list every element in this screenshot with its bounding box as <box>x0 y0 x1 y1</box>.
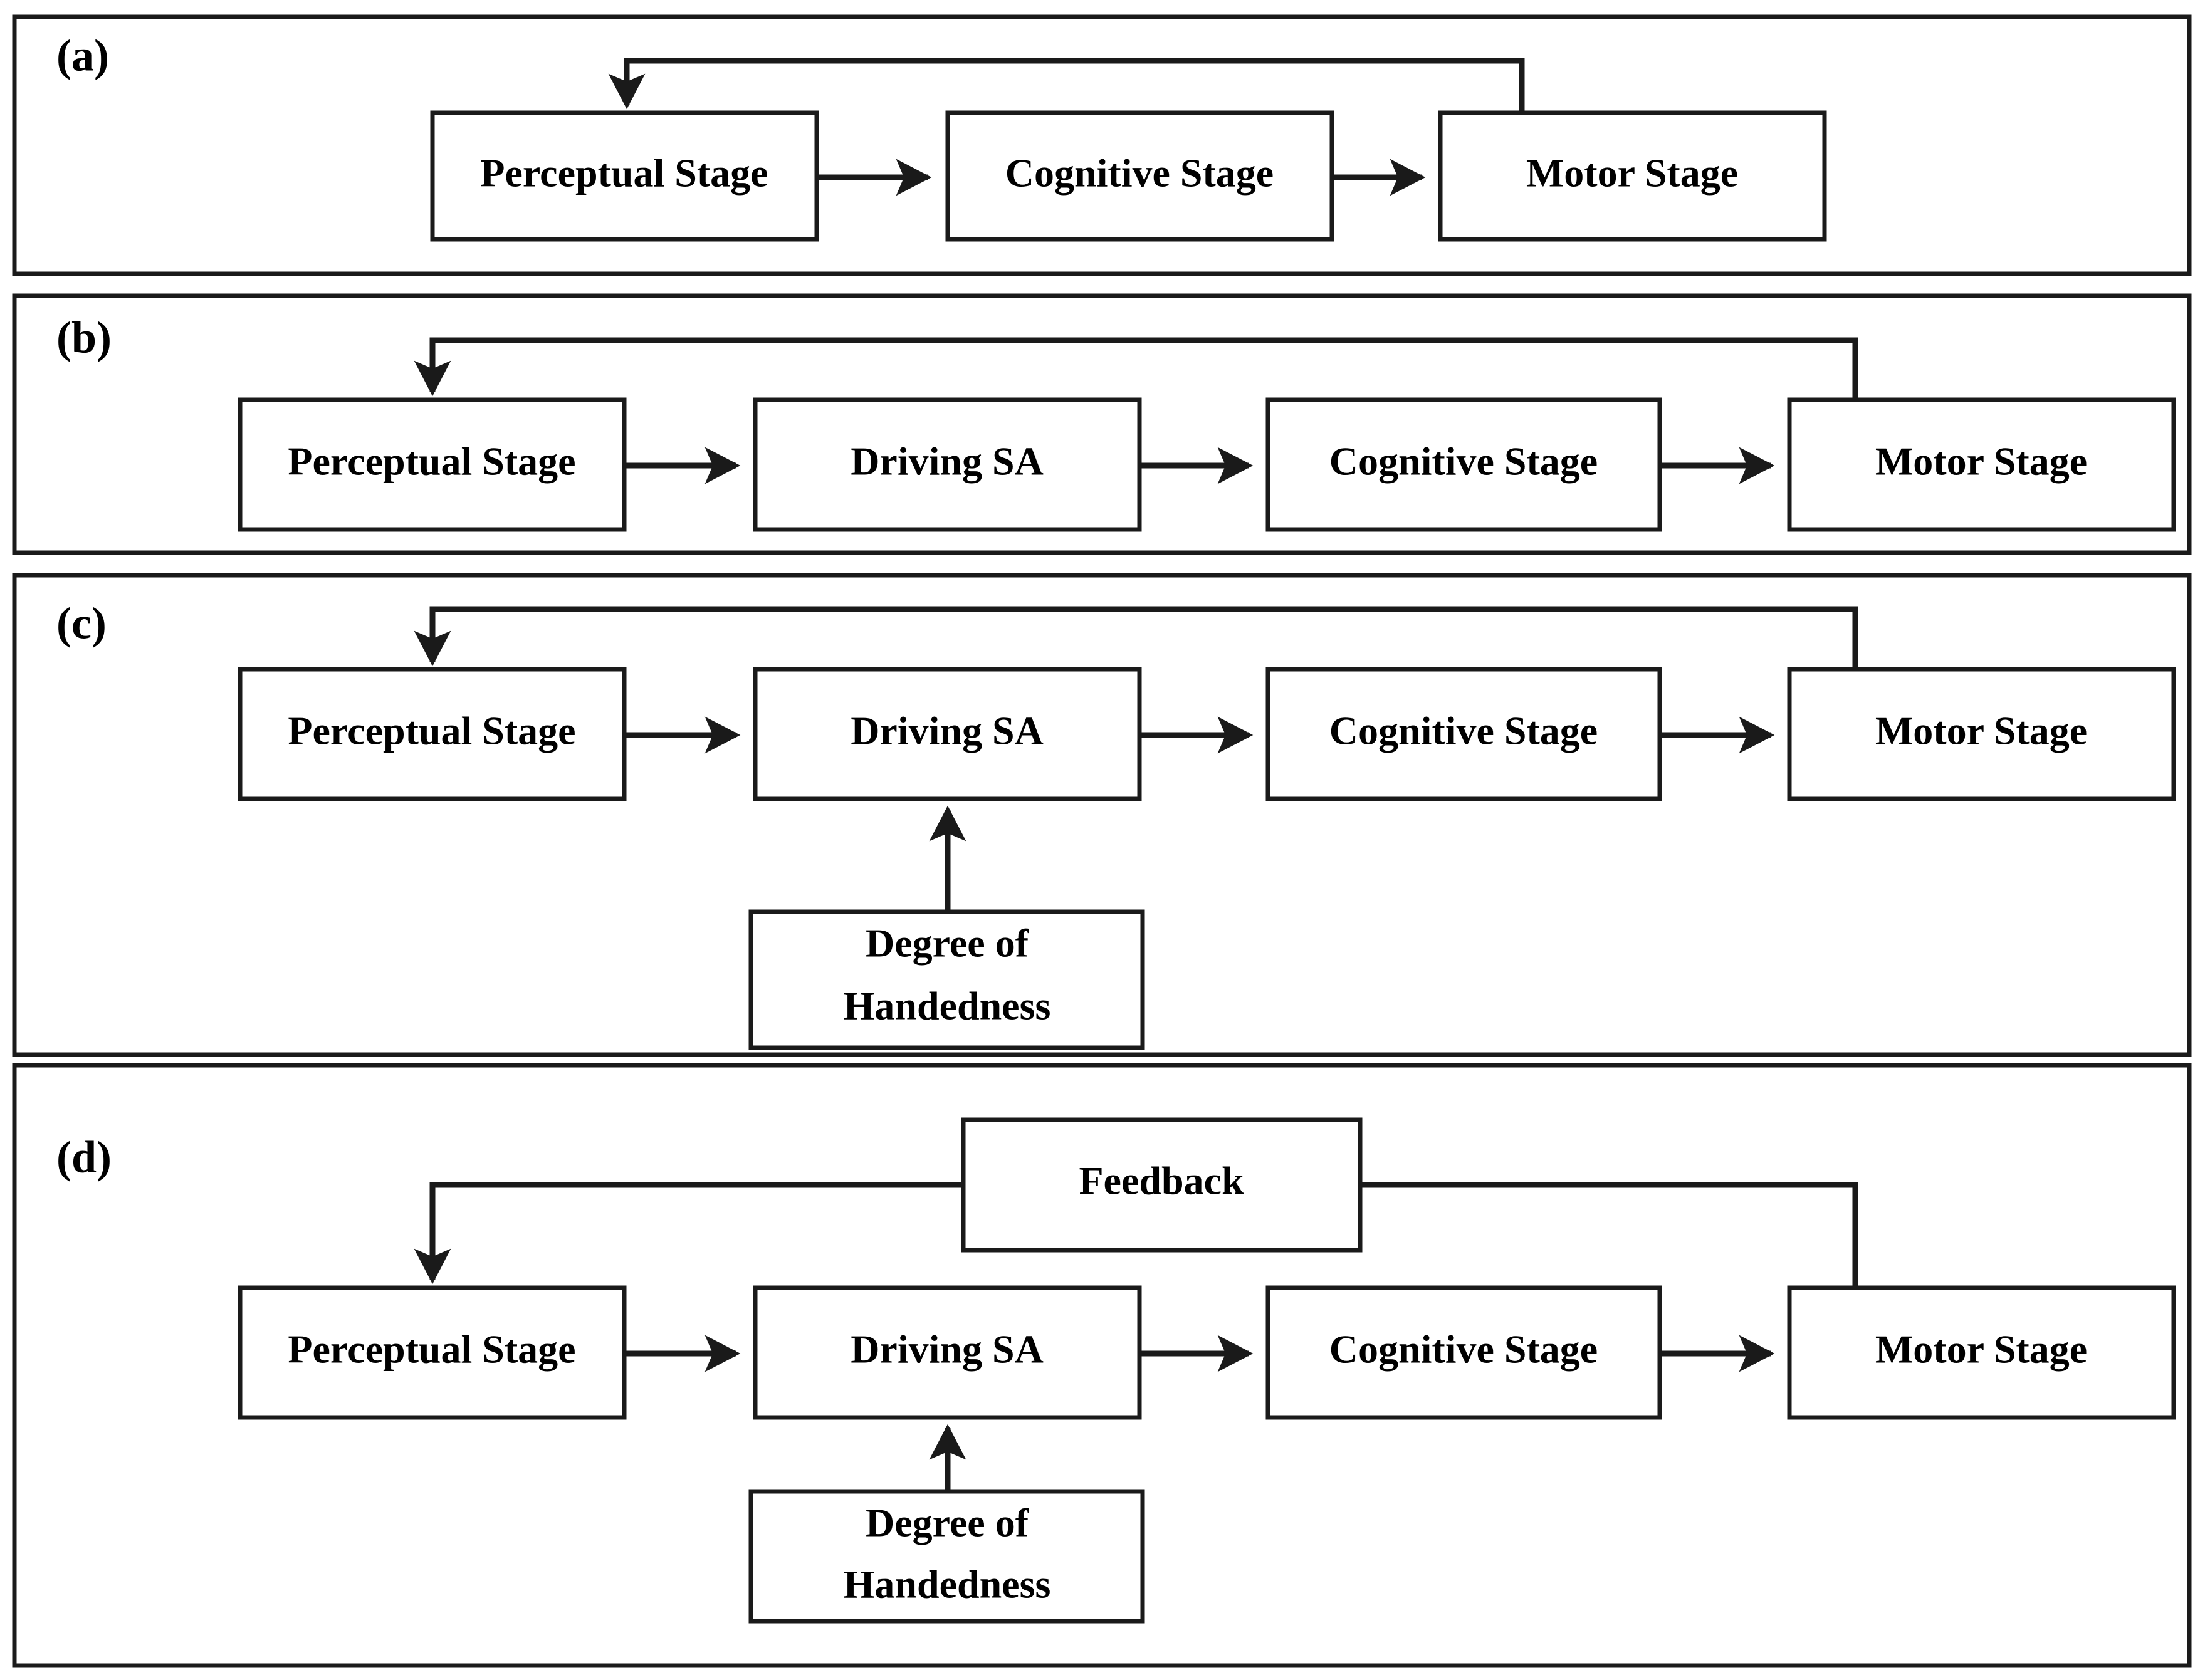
panel-c-label-motor-stage: Motor Stage <box>1875 709 2087 753</box>
panel-d-node-cognitive-stage[interactable] <box>1265 1285 1662 1420</box>
panel-d-label-perceptual-stage: Perceptual Stage <box>288 1327 575 1372</box>
panel-a-tag: (a) <box>56 31 109 81</box>
panel-d-node-driving-sa[interactable] <box>753 1285 1142 1420</box>
panel-a: (a) Perceptual Stage Cognitive Stage Mot… <box>12 14 2192 276</box>
panel-b-feedback-loop <box>414 337 1858 400</box>
panel-d-label-motor-stage: Motor Stage <box>1875 1327 2087 1372</box>
panel-c-node-degree-of-handedness[interactable] <box>748 909 1145 1050</box>
panel-b-label-perceptual-stage: Perceptual Stage <box>288 439 575 484</box>
panel-c-node-perceptual-stage[interactable] <box>238 667 627 801</box>
panel-a-label-cognitive-stage: Cognitive Stage <box>1005 151 1274 196</box>
panel-d-node-perceptual-stage[interactable] <box>238 1285 627 1420</box>
panel-d-node-degree-of-handedness[interactable] <box>748 1489 1145 1624</box>
panel-b-node-cognitive-stage[interactable] <box>1265 397 1662 532</box>
panel-d-link-motor-to-feedback <box>1360 1182 1858 1288</box>
panel-c-tag: (c) <box>56 598 107 649</box>
panel-b: (b) Perceptual Stage Driving SA Cognitiv… <box>12 293 2192 555</box>
panel-a-node-perceptual-stage[interactable] <box>430 110 819 242</box>
panel-a-node-cognitive-stage[interactable] <box>945 110 1334 242</box>
panel-c-feedback-loop <box>414 606 1858 669</box>
panel-d-label-driving-sa: Driving SA <box>851 1327 1044 1372</box>
panel-b-label-cognitive-stage: Cognitive Stage <box>1329 439 1598 484</box>
panel-c-label-perceptual-stage: Perceptual Stage <box>288 709 575 753</box>
panel-c-label-cognitive-stage: Cognitive Stage <box>1329 709 1598 753</box>
panel-d-feedback-loop <box>414 1182 963 1285</box>
panel-b-node-motor-stage[interactable] <box>1787 397 2176 532</box>
panel-a-feedback-loop <box>608 58 1525 113</box>
panel-c-label-degree-of-handedness-line1: Degree of <box>866 921 1029 966</box>
panel-a-node-motor-stage[interactable] <box>1438 110 1827 242</box>
panel-b-node-perceptual-stage[interactable] <box>238 397 627 532</box>
panel-d-node-motor-stage[interactable] <box>1787 1285 2176 1420</box>
panel-d-node-feedback[interactable] <box>961 1117 1363 1253</box>
panel-c: (c) Perceptual Stage Driving SA Cognitiv… <box>12 573 2192 1057</box>
panel-c-label-degree-of-handedness-line2: Handedness <box>844 984 1051 1028</box>
panel-b-label-motor-stage: Motor Stage <box>1875 439 2087 484</box>
panel-c-node-motor-stage[interactable] <box>1787 667 2176 801</box>
panel-d-label-feedback: Feedback <box>1079 1159 1244 1203</box>
panel-a-label-perceptual-stage: Perceptual Stage <box>480 151 768 196</box>
panel-d-label-cognitive-stage: Cognitive Stage <box>1329 1327 1598 1372</box>
panel-d-tag: (d) <box>56 1132 112 1182</box>
panel-b-label-driving-sa: Driving SA <box>851 439 1044 484</box>
panel-a-label-motor-stage: Motor Stage <box>1526 151 1738 196</box>
panel-b-tag: (b) <box>56 313 112 363</box>
panel-b-node-driving-sa[interactable] <box>753 397 1142 532</box>
panel-d: (d) Feedback Perceptual Stage Driving SA… <box>12 1063 2192 1668</box>
panel-d-label-degree-of-handedness-line1: Degree of <box>866 1501 1029 1545</box>
panel-d-label-degree-of-handedness-line2: Handedness <box>844 1562 1051 1607</box>
panel-c-node-cognitive-stage[interactable] <box>1265 667 1662 801</box>
panel-c-label-driving-sa: Driving SA <box>851 709 1044 753</box>
